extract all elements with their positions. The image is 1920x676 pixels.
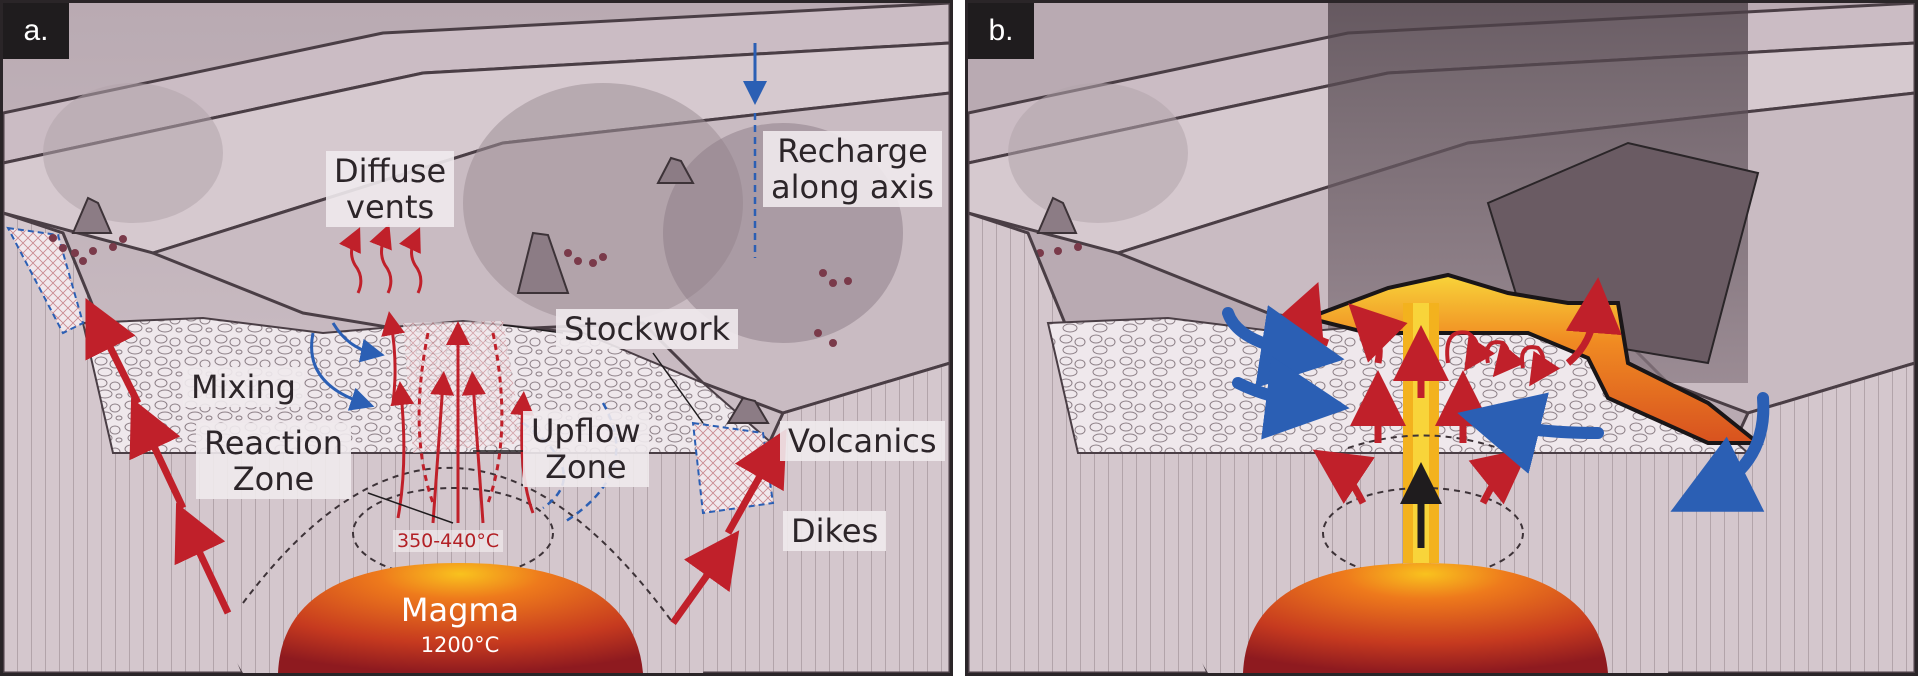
label-magma: Magma <box>400 591 520 629</box>
label-dikes: Dikes <box>783 511 887 551</box>
label-volcanics: Volcanics <box>780 421 945 461</box>
panel-b-illustration <box>968 3 1915 673</box>
panel-a-tag: a. <box>3 3 69 59</box>
label-reaction-zone: Reaction Zone <box>196 423 351 499</box>
panel-b-tag: b. <box>968 3 1034 59</box>
panel-b: b. <box>965 0 1918 676</box>
label-stockwork: Stockwork <box>556 309 738 349</box>
label-temperature-range: 350-440°C <box>393 530 504 552</box>
panel-a-illustration <box>3 3 950 673</box>
label-diffuse-vents: Diffuse vents <box>326 151 455 227</box>
label-recharge-along-axis: Recharge along axis <box>763 131 942 207</box>
label-mixing: Mixing <box>183 367 304 407</box>
label-upflow-zone: Upflow Zone <box>523 411 649 487</box>
label-magma-temperature: 1200°C <box>420 633 500 657</box>
panel-a: a. Diffuse vents Recharge along axis Sto… <box>0 0 953 676</box>
